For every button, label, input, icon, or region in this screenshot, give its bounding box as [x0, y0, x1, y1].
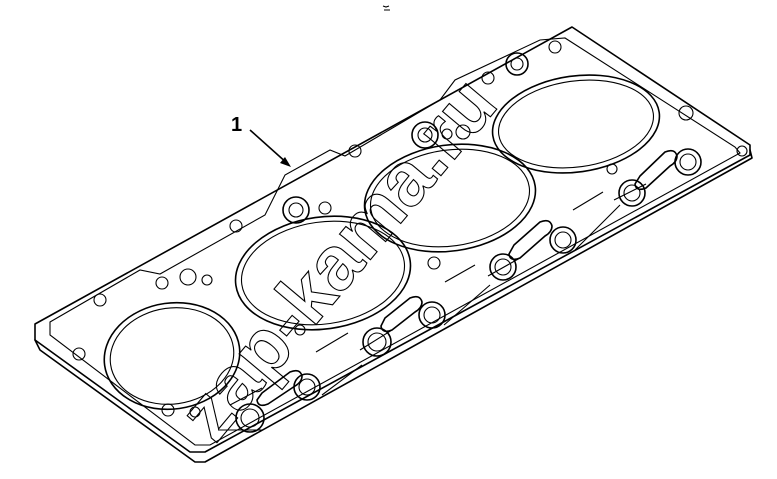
gasket-edge — [34, 149, 753, 463]
callout-arrowhead — [280, 157, 291, 167]
watermark-text: zap-kama.ru — [163, 62, 513, 456]
cylinder-bore-4 — [491, 74, 661, 174]
callout-number: 1 — [231, 114, 242, 136]
callout-leader — [249, 129, 289, 165]
cylinder-bore-1 — [103, 301, 241, 411]
bolt-holes — [235, 52, 702, 433]
cylinder-bore-3 — [363, 143, 537, 253]
cylinder-bore-2 — [234, 215, 412, 331]
top-mark — [382, 5, 390, 11]
small-holes — [72, 40, 748, 418]
gasket-outline — [34, 26, 751, 453]
channel-lines — [218, 183, 647, 431]
gasket-inner-border — [49, 37, 741, 446]
